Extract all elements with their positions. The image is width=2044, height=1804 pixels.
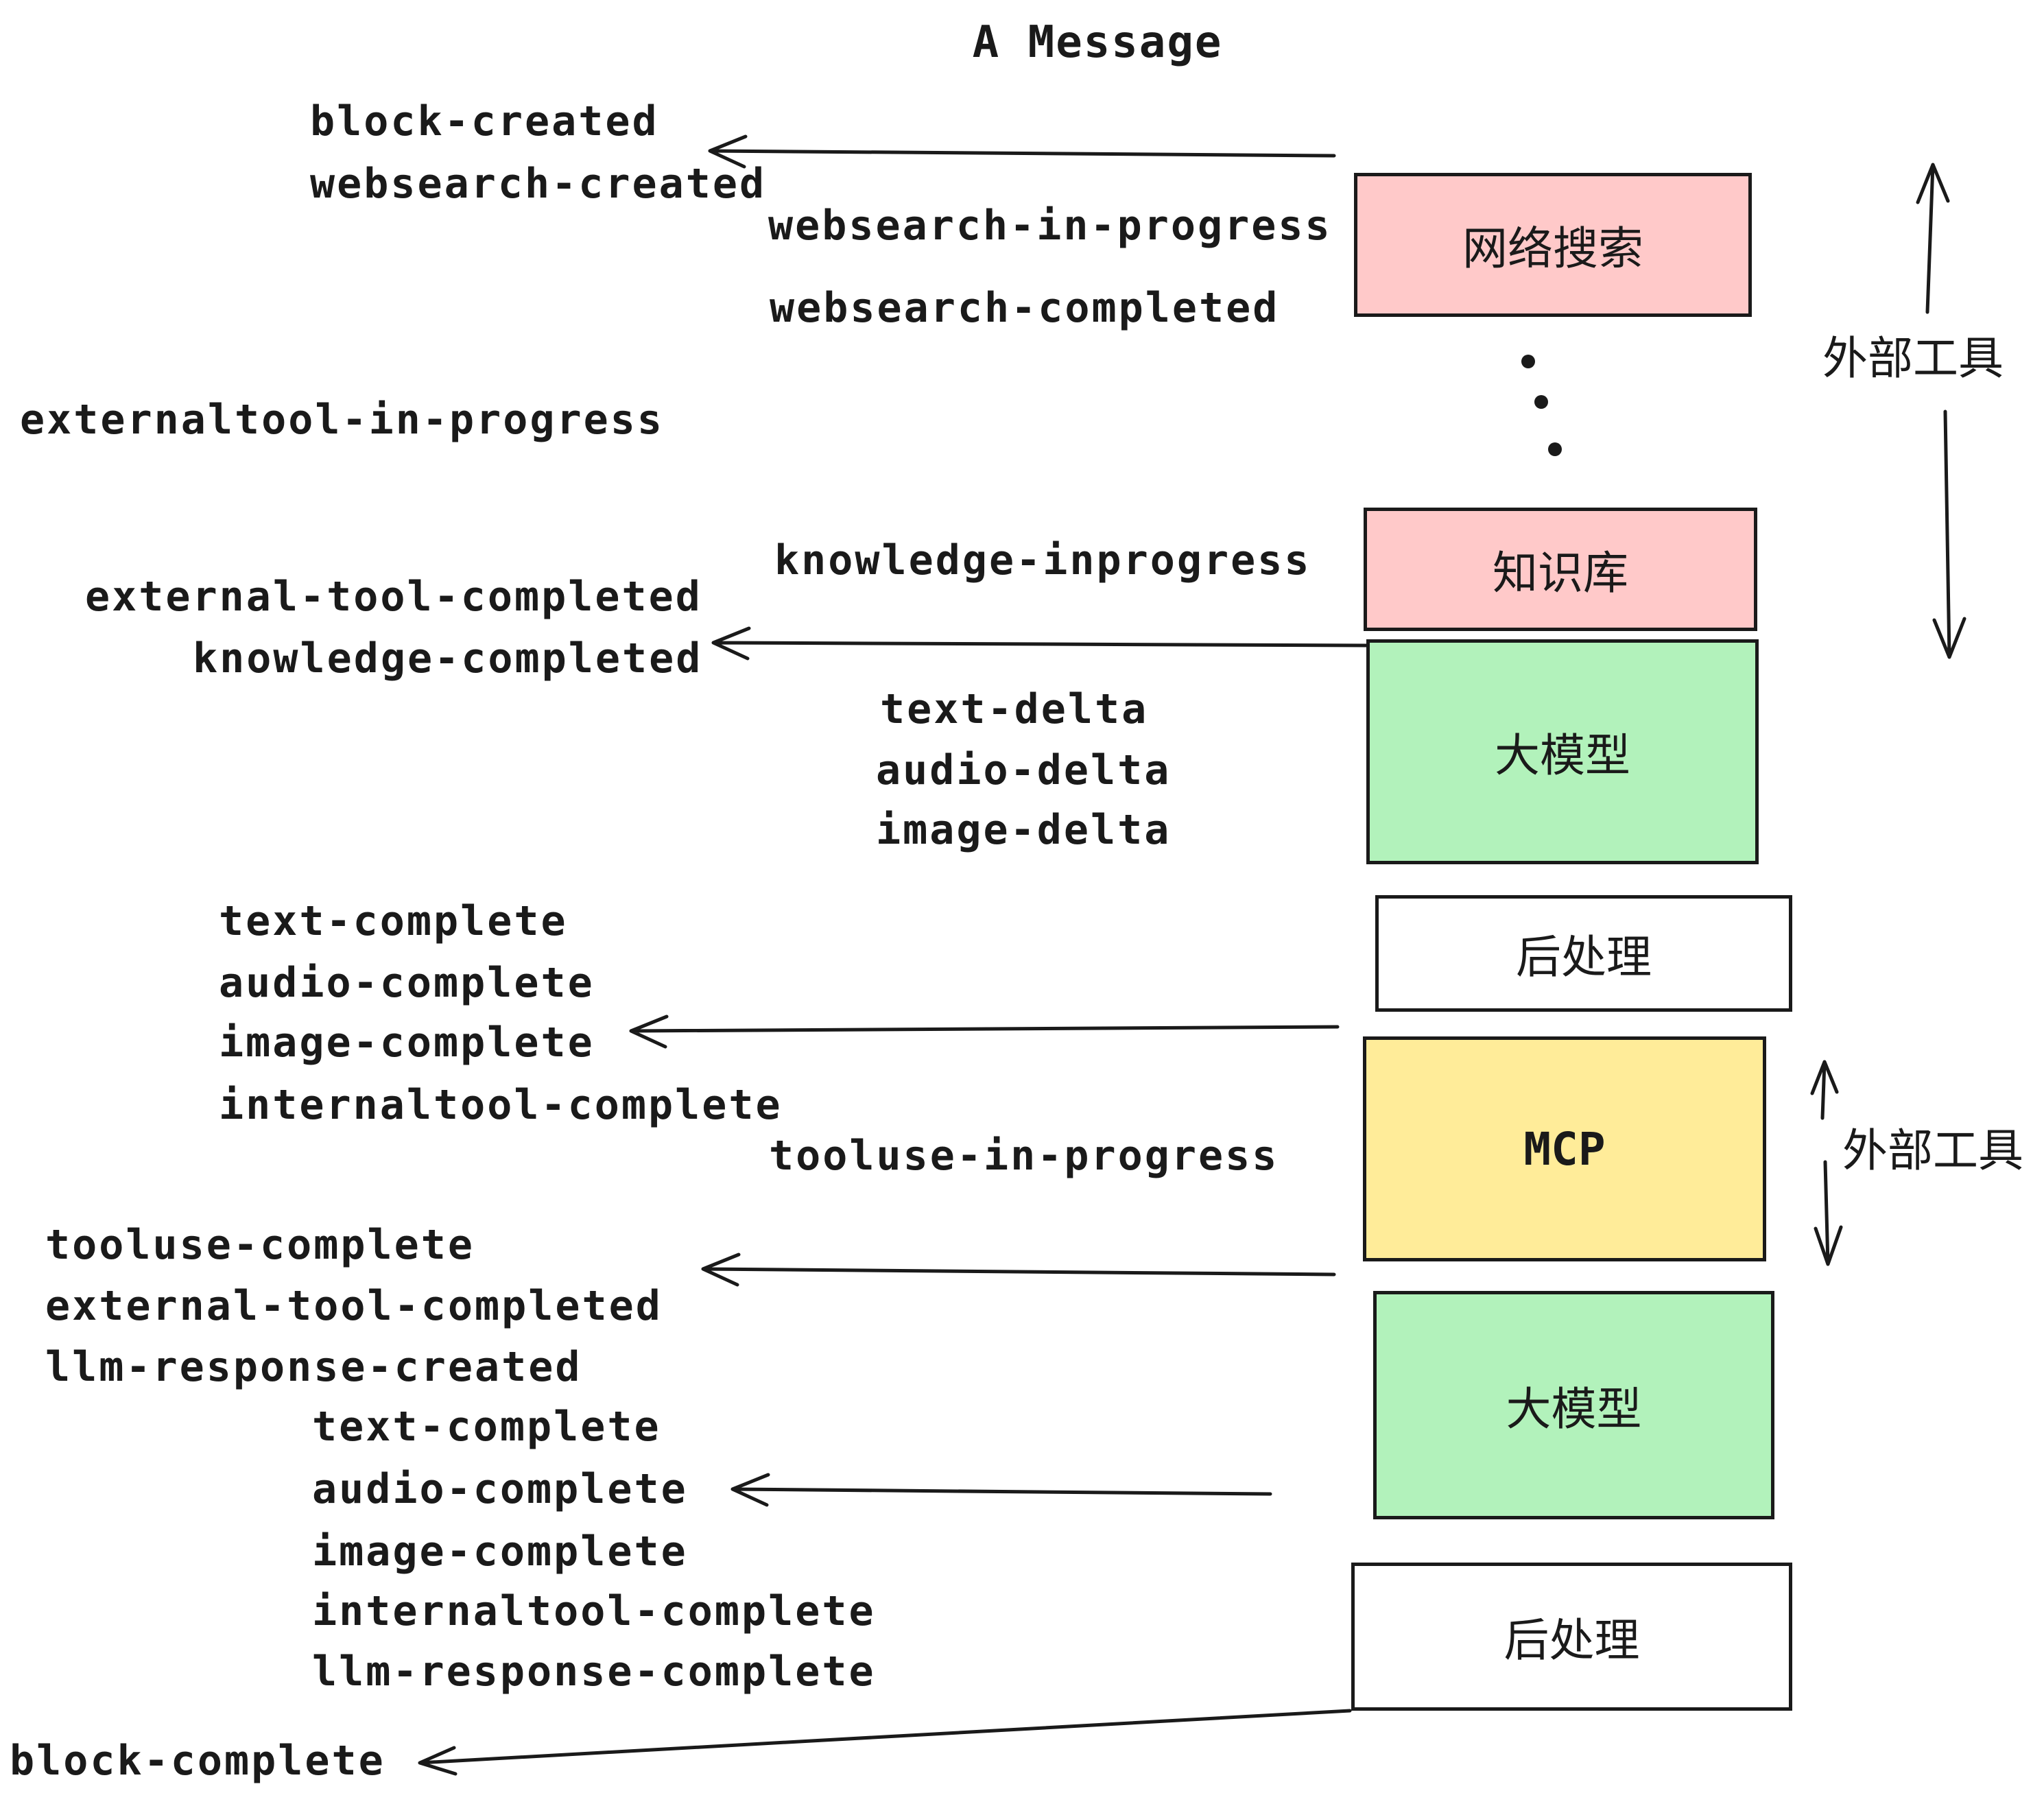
box-mcp-label: MCP [1523,1122,1606,1176]
box-llm-1-label: 大模型 [1495,729,1630,782]
event-external-tool-completed-1: external-tool-completed [85,573,702,621]
event-audio-complete-2: audio-complete [312,1465,688,1513]
box-websearch-label: 网络搜索 [1462,222,1643,275]
event-llm-response-created: llm-response-created [45,1343,582,1391]
event-audio-delta-1: audio-delta [876,746,1172,794]
event-internaltool-complete-1: internaltool-complete [219,1081,783,1129]
event-text-complete-1: text-complete [219,897,568,945]
event-audio-complete-1: audio-complete [219,959,595,1007]
event-knowledge-inprogress: knowledge-inprogress [774,536,1311,584]
event-block-complete: block-complete [10,1737,385,1785]
box-websearch: 网络搜索 [1354,173,1752,317]
arrow-post1-to-image-complete [629,1014,1340,1049]
arrow-websearch-to-block-created [708,134,1336,169]
event-external-tool-completed-2: external-tool-completed [45,1282,663,1330]
box-mcp: MCP [1363,1036,1766,1261]
event-tooluse-in-progress: tooluse-in-progress [769,1132,1279,1180]
box-post-1-label: 后处理 [1516,931,1652,984]
arrow-llm1-to-knowledge-completed [711,626,1368,661]
box-knowledge: 知识库 [1364,508,1757,631]
external-tools-top-down-arrow [1932,410,1966,659]
event-block-created: block-created [310,97,659,145]
box-post-2: 后处理 [1351,1563,1792,1711]
event-text-delta-1: text-delta [880,685,1149,733]
box-llm-2-label: 大模型 [1506,1382,1642,1436]
event-image-complete-2: image-complete [312,1528,688,1576]
event-externaltool-in-progress: externaltool-in-progress [20,396,664,444]
event-websearch-completed: websearch-completed [770,284,1280,332]
event-internaltool-complete-2: internaltool-complete [312,1587,876,1635]
event-tooluse-complete: tooluse-complete [45,1221,475,1269]
event-image-complete-1: image-complete [219,1019,595,1067]
event-websearch-in-progress: websearch-in-progress [768,202,1332,250]
arrow-post2-to-block-complete [418,1709,1352,1776]
box-llm-2: 大模型 [1373,1291,1774,1519]
annotation-external-tools-mcp: 外部工具 [1842,1124,2023,1177]
external-tools-mcp-up-arrow [1810,1060,1839,1120]
external-tools-mcp-down-arrow [1814,1160,1843,1266]
annotation-external-tools-top: 外部工具 [1822,332,2004,385]
box-post-2-label: 后处理 [1504,1614,1640,1667]
diagram-title: A Message [972,17,1223,68]
box-post-1: 后处理 [1375,895,1792,1012]
event-image-delta-1: image-delta [876,806,1172,854]
arrow-llm2-to-audio-complete [730,1473,1272,1507]
external-tools-top-up-arrow [1916,163,1950,314]
event-websearch-created: websearch-created [310,160,767,208]
arrow-llm2-to-tooluse-complete [701,1253,1336,1287]
event-knowledge-completed: knowledge-completed [193,634,703,683]
box-llm-1: 大模型 [1366,639,1759,864]
event-text-complete-2: text-complete [312,1403,661,1451]
ellipsis-dots [1521,355,1562,456]
box-knowledge-label: 知识库 [1493,547,1628,600]
event-llm-response-complete: llm-response-complete [312,1648,876,1696]
